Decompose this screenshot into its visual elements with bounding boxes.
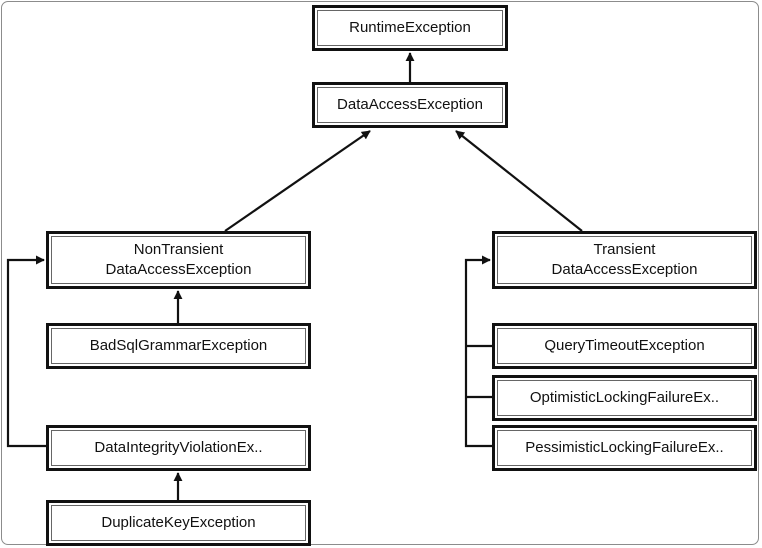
node-label-line1: Transient bbox=[593, 241, 656, 258]
node-label: OptimisticLockingFailureEx.. bbox=[529, 389, 720, 406]
node-label-line2: DataAccessException bbox=[551, 261, 698, 278]
node-pessimistic-locking-failure-exception: PessimisticLockingFailureEx.. bbox=[492, 425, 757, 471]
node-label-line1: NonTransient bbox=[133, 241, 224, 258]
node-label-line2: DataAccessException bbox=[105, 261, 252, 278]
edge-nontransient-to-dataaccess bbox=[224, 130, 371, 232]
node-optimistic-locking-failure-exception: OptimisticLockingFailureEx.. bbox=[492, 375, 757, 421]
node-label: DataIntegrityViolationEx.. bbox=[94, 439, 263, 456]
node-runtime-exception: RuntimeException bbox=[312, 5, 508, 51]
node-non-transient-data-access-exception: NonTransient DataAccessException bbox=[46, 231, 311, 289]
node-label: RuntimeException bbox=[349, 19, 471, 36]
node-label: QueryTimeoutException bbox=[544, 337, 705, 354]
node-label: PessimisticLockingFailureEx.. bbox=[525, 439, 724, 456]
node-transient-data-access-exception: Transient DataAccessException bbox=[492, 231, 757, 289]
node-duplicate-key-exception: DuplicateKeyException bbox=[46, 500, 311, 546]
node-query-timeout-exception: QueryTimeoutException bbox=[492, 323, 757, 369]
edge-integrity-to-nontransient bbox=[6, 255, 46, 448]
node-bad-sql-grammar-exception: BadSqlGrammarException bbox=[46, 323, 311, 369]
node-label: DuplicateKeyException bbox=[101, 514, 256, 531]
node-label: DataAccessException bbox=[337, 96, 483, 113]
edge-transient-bracket bbox=[464, 255, 492, 448]
node-data-access-exception: DataAccessException bbox=[312, 82, 508, 128]
node-data-integrity-violation-exception: DataIntegrityViolationEx.. bbox=[46, 425, 311, 471]
edge-transient-to-dataaccess bbox=[455, 130, 583, 232]
node-label: BadSqlGrammarException bbox=[89, 337, 268, 354]
